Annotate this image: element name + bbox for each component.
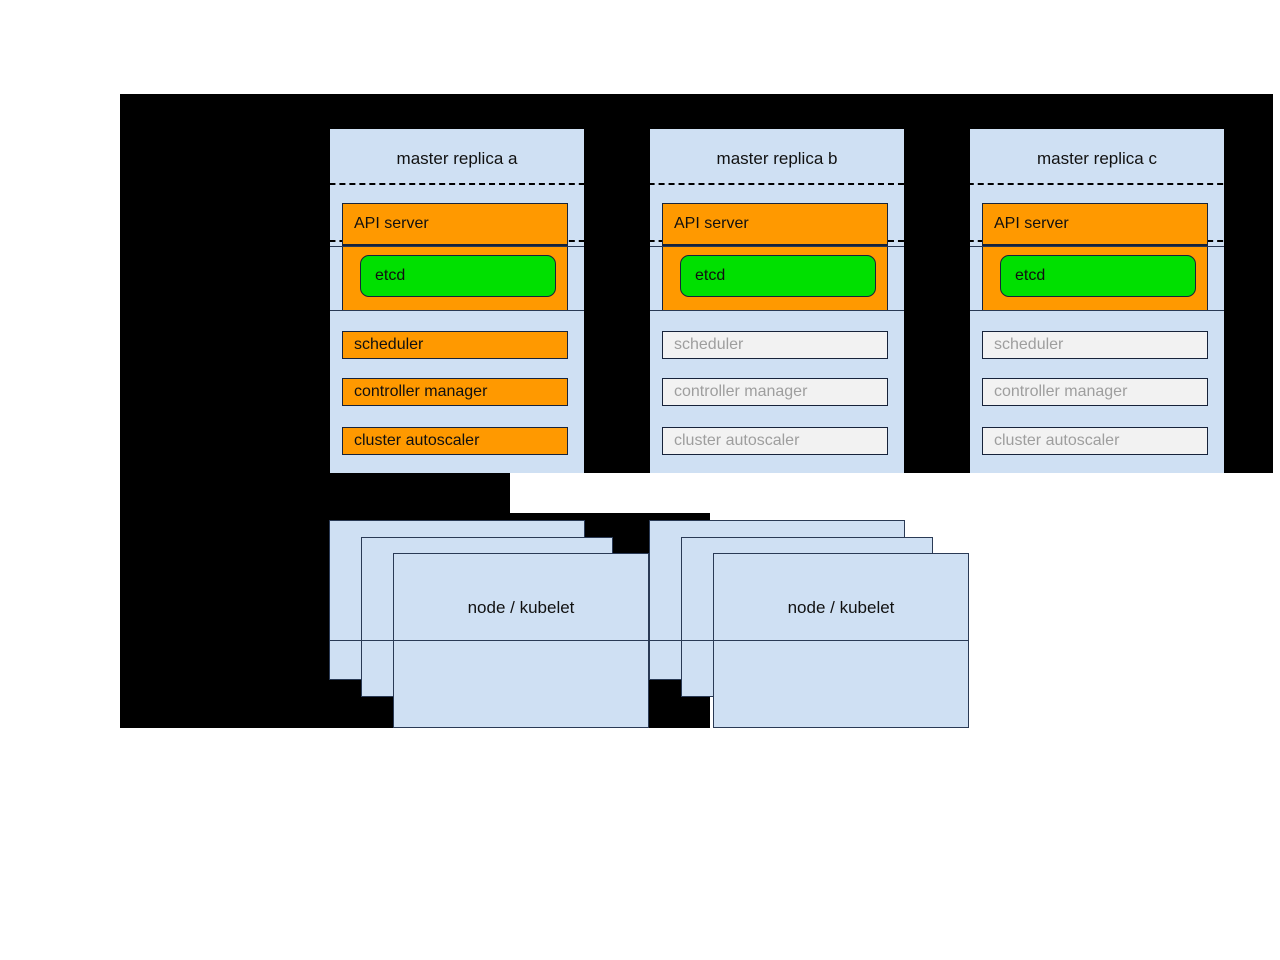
master-c-cluster-autoscaler[interactable]: cluster autoscaler — [982, 427, 1208, 455]
master-c-scheduler-label: scheduler — [994, 336, 1064, 353]
master-c-cluster-autoscaler-label: cluster autoscaler — [994, 432, 1120, 449]
divider-solid-upper-b — [650, 246, 904, 247]
master-c-api-server-label: API server — [994, 215, 1069, 232]
master-a-etcd-label: etcd — [375, 267, 406, 284]
divider-solid-upper-a — [330, 246, 584, 247]
master-replica-c-title: master replica c — [1037, 149, 1157, 168]
master-a-etcd[interactable]: etcd — [360, 255, 556, 297]
divider-solid-nodes-left — [329, 640, 649, 641]
master-a-api-server[interactable]: API server — [342, 203, 568, 245]
node-group-2-label: node / kubelet — [787, 598, 895, 617]
master-replica-a-title: master replica a — [396, 149, 518, 168]
master-c-api-server[interactable]: API server — [982, 203, 1208, 245]
master-c-etcd-label: etcd — [1015, 267, 1046, 284]
node-group-1-label: node / kubelet — [467, 598, 575, 617]
master-a-api-server-label: API server — [354, 215, 429, 232]
divider-solid-lower-b — [650, 310, 904, 311]
master-c-etcd[interactable]: etcd — [1000, 255, 1196, 297]
master-a-controller-manager[interactable]: controller manager — [342, 378, 568, 406]
master-a-controller-manager-label: controller manager — [354, 383, 488, 400]
master-b-cluster-autoscaler[interactable]: cluster autoscaler — [662, 427, 888, 455]
master-b-controller-manager-label: controller manager — [674, 383, 808, 400]
master-c-controller-manager-label: controller manager — [994, 383, 1128, 400]
master-a-scheduler[interactable]: scheduler — [342, 331, 568, 359]
master-c-controller-manager[interactable]: controller manager — [982, 378, 1208, 406]
master-b-etcd[interactable]: etcd — [680, 255, 876, 297]
master-b-cluster-autoscaler-label: cluster autoscaler — [674, 432, 800, 449]
divider-solid-nodes-right — [649, 640, 969, 641]
master-b-scheduler[interactable]: scheduler — [662, 331, 888, 359]
master-b-api-server[interactable]: API server — [662, 203, 888, 245]
master-a-cluster-autoscaler-label: cluster autoscaler — [354, 432, 480, 449]
backdrop-notch-left — [120, 473, 510, 513]
divider-solid-upper-c — [970, 246, 1224, 247]
divider-solid-lower-a — [330, 310, 584, 311]
master-c-scheduler[interactable]: scheduler — [982, 331, 1208, 359]
divider-solid-lower-c — [970, 310, 1224, 311]
master-b-etcd-label: etcd — [695, 267, 726, 284]
master-replica-b-title: master replica b — [716, 149, 838, 168]
master-a-scheduler-label: scheduler — [354, 336, 424, 353]
master-a-cluster-autoscaler[interactable]: cluster autoscaler — [342, 427, 568, 455]
master-b-api-server-label: API server — [674, 215, 749, 232]
master-b-scheduler-label: scheduler — [674, 336, 744, 353]
master-b-controller-manager[interactable]: controller manager — [662, 378, 888, 406]
